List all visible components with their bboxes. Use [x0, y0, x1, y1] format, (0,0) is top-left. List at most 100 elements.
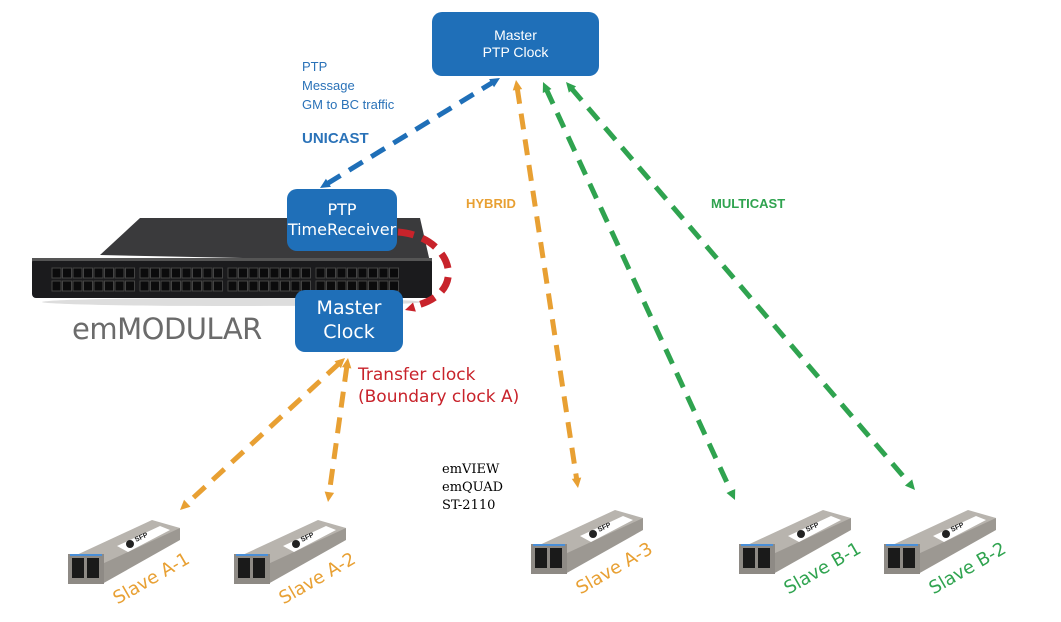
- switch-port: [269, 280, 280, 292]
- switch-port: [248, 267, 259, 279]
- hybrid-arrow-a2-head: [324, 491, 335, 502]
- multicast-arrow-b1: [544, 88, 734, 494]
- hybrid-arrow-a1-tail-head: [334, 358, 345, 369]
- transfer-clock-loop-head: [405, 302, 416, 312]
- switch-port: [227, 280, 238, 292]
- switch-port: [213, 280, 223, 292]
- unicast-arrow: [325, 80, 495, 186]
- time-receiver-line2: TimeReceiver: [287, 220, 397, 239]
- switch-port: [280, 267, 290, 279]
- switch-port: [280, 280, 290, 292]
- product-emquad: emQUAD: [442, 480, 504, 495]
- switch-port: [192, 267, 202, 279]
- switch-port: [192, 280, 202, 292]
- switch-port: [171, 267, 181, 279]
- switch-port: [202, 280, 213, 292]
- sfp-module-icon[interactable]: SFP: [525, 508, 645, 593]
- multicast-arrow-b2: [569, 86, 912, 486]
- switch-port: [259, 267, 269, 279]
- ptp-message-label: PTP Message GM to BC traffic: [302, 57, 394, 114]
- switch-port: [104, 267, 114, 279]
- switch-port: [51, 267, 62, 279]
- transfer-clock-label: Transfer clock (Boundary clock A): [358, 364, 519, 408]
- transfer-clock-loop-arrow: [397, 228, 452, 309]
- switch-port: [139, 267, 150, 279]
- hybrid-arrow-a3-head: [571, 477, 582, 488]
- unicast-arrow-tail-head: [320, 178, 331, 188]
- switch-port: [290, 280, 301, 292]
- ptp-message-line2: Message: [302, 78, 355, 93]
- switch-port: [114, 267, 125, 279]
- sfp-module-icon[interactable]: SFP: [878, 508, 998, 593]
- ptp-time-receiver-node[interactable]: PTP TimeReceiver: [287, 189, 397, 251]
- multicast-arrow-b1-head: [726, 489, 736, 500]
- switch-port: [368, 267, 378, 279]
- time-receiver-line1: PTP: [327, 200, 357, 219]
- grandmaster-line2: PTP Clock: [482, 44, 549, 60]
- transfer-clock-line1: Transfer clock: [358, 365, 476, 385]
- hybrid-arrow-a1: [184, 361, 341, 507]
- switch-port: [213, 267, 223, 279]
- ptp-message-line1: PTP: [302, 59, 328, 74]
- transfer-clock-line2: (Boundary clock A): [358, 387, 520, 407]
- switch-port: [51, 280, 62, 292]
- unicast-label: UNICAST: [302, 130, 369, 147]
- multicast-label: MULTICAST: [711, 196, 786, 211]
- master-clock-line2: Clock: [323, 321, 375, 343]
- switch-port: [83, 280, 93, 292]
- sfp-module-icon[interactable]: SFP: [62, 518, 182, 603]
- switch-port: [202, 267, 213, 279]
- switch-port: [150, 267, 160, 279]
- switch-port: [259, 280, 269, 292]
- sfp-module-icon[interactable]: SFP: [733, 508, 853, 593]
- hybrid-arrow-a3-tail-head: [512, 80, 523, 91]
- switch-port: [181, 280, 192, 292]
- hybrid-arrow-a3: [514, 87, 580, 481]
- switch-port: [171, 280, 181, 292]
- switch-port: [125, 280, 135, 292]
- switch-port: [181, 267, 192, 279]
- switch-port: [378, 267, 389, 279]
- switch-port: [290, 267, 301, 279]
- master-clock-line1: Master: [316, 297, 382, 320]
- product-emview: emVIEW: [442, 462, 500, 477]
- switch-port: [72, 280, 83, 292]
- switch-port: [248, 280, 259, 292]
- switch-port: [227, 267, 238, 279]
- grandmaster-line1: Master: [494, 26, 537, 43]
- switch-port: [347, 267, 357, 279]
- hybrid-arrow-a2-tail-head: [341, 358, 352, 369]
- switch-port: [389, 267, 399, 279]
- switch-port: [238, 267, 248, 279]
- switch-port: [93, 267, 104, 279]
- unicast-arrow-head: [489, 78, 500, 88]
- switch-port: [269, 267, 280, 279]
- switch-port: [114, 280, 125, 292]
- multicast-arrow-b1-tail-head: [542, 82, 552, 93]
- switch-port: [326, 267, 336, 279]
- multicast-arrow-b2-head: [904, 479, 915, 490]
- products-label: emVIEW emQUAD ST-2110: [442, 461, 503, 515]
- ptp-message-line3: GM to BC traffic: [302, 97, 395, 112]
- hybrid-arrow-a1-head: [180, 499, 191, 510]
- switch-port: [150, 280, 160, 292]
- switch-port: [125, 267, 135, 279]
- switch-port: [160, 267, 171, 279]
- sfp-module-icon[interactable]: SFP: [228, 518, 348, 603]
- switch-port: [160, 280, 171, 292]
- hybrid-arrow-a2: [326, 365, 350, 495]
- switch-port: [104, 280, 114, 292]
- switch-port: [62, 280, 72, 292]
- master-clock-node[interactable]: Master Clock: [295, 290, 403, 352]
- switch-port: [336, 267, 347, 279]
- switch-port: [238, 280, 248, 292]
- switch-port: [301, 267, 311, 279]
- switch-port: [83, 267, 93, 279]
- device-name-label: emMODULAR: [72, 312, 262, 346]
- switch-port: [93, 280, 104, 292]
- switch-port: [62, 267, 72, 279]
- multicast-arrow-b2-tail-head: [566, 82, 577, 93]
- product-st2110: ST-2110: [442, 498, 496, 513]
- grandmaster-ptp-clock-node[interactable]: Master PTP Clock: [432, 12, 599, 76]
